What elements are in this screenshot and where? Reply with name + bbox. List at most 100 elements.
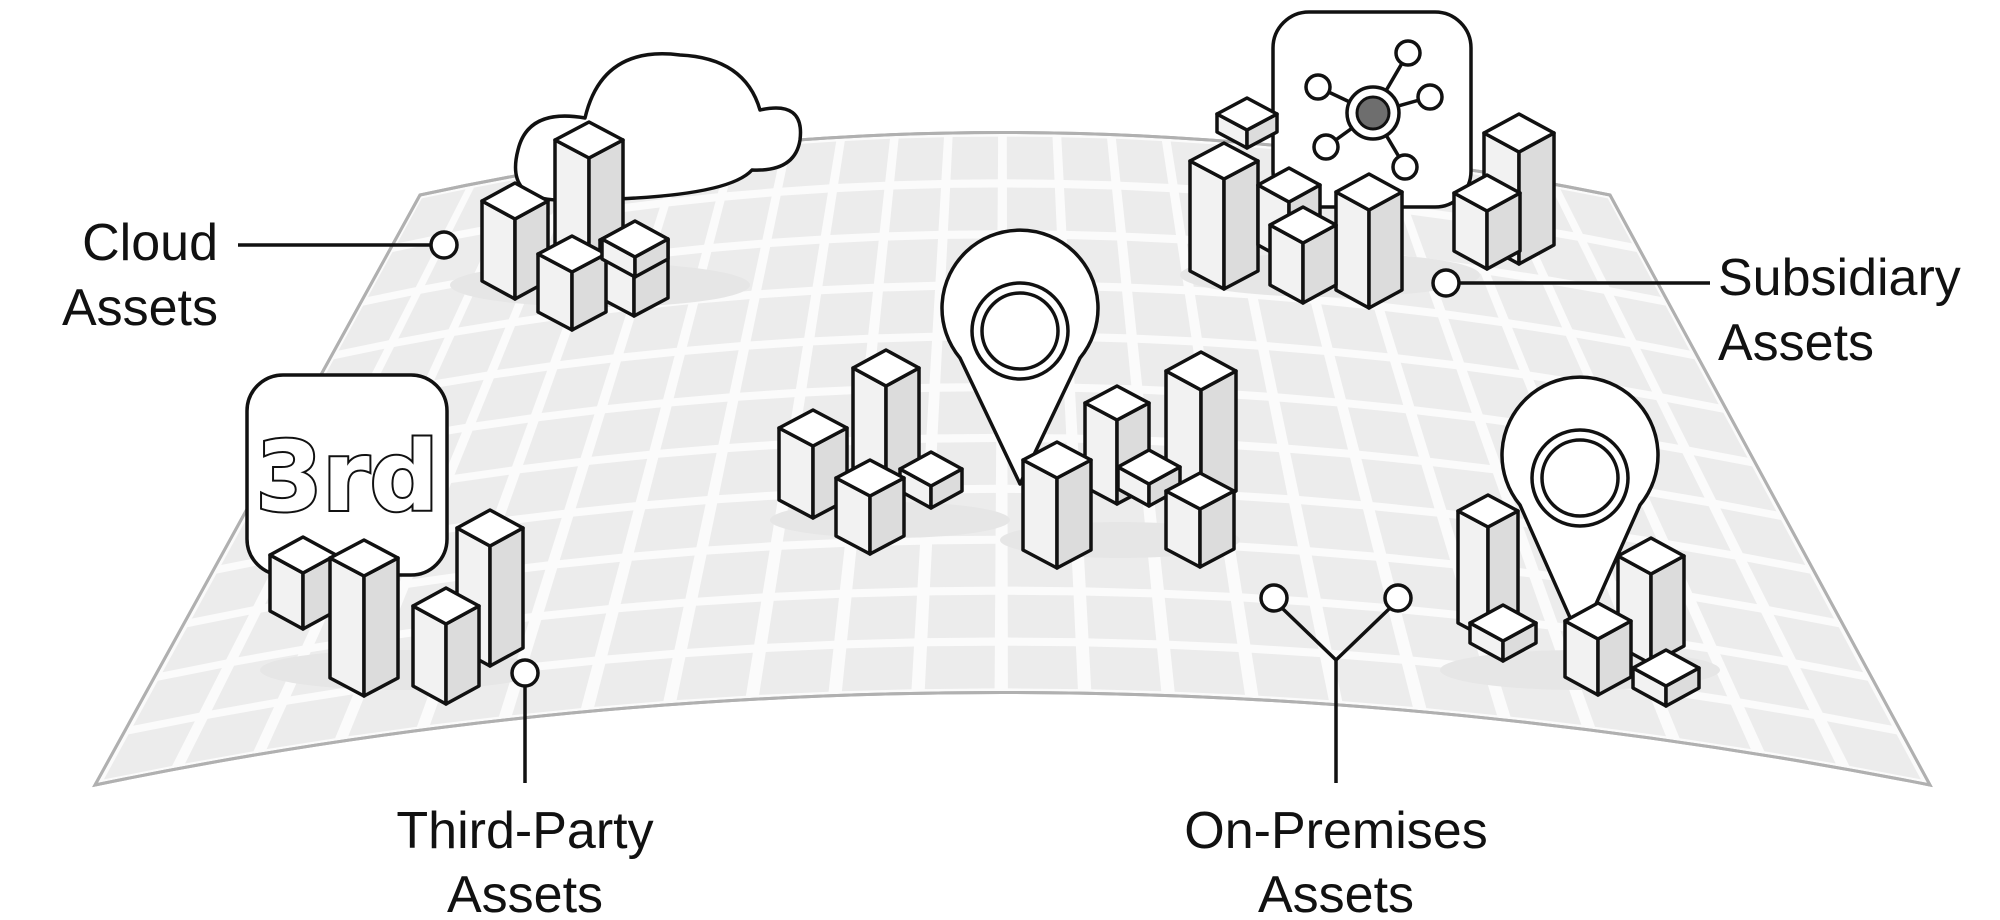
map-grid-tile (1552, 284, 1626, 339)
location-pin-icon (1500, 375, 1660, 642)
map-grid-tile (103, 721, 195, 780)
map-grid-tile (852, 544, 920, 590)
label-third-party-assets: Third-Party Assets (396, 802, 653, 920)
map-grid-tile (1613, 295, 1690, 351)
map-grid-tile (266, 694, 354, 750)
map-grid-tile (1322, 606, 1400, 656)
building-face (1334, 172, 1404, 212)
map-grid-tile (620, 555, 695, 604)
building-face (777, 408, 849, 448)
building-face (1616, 536, 1686, 576)
map-grid-tile (774, 546, 845, 593)
building-face (328, 556, 366, 698)
location-pin-icon (940, 228, 1100, 486)
building-block (411, 586, 481, 706)
label-subsidiary-line2: Assets (1718, 314, 1874, 372)
map-grid-tile (1290, 452, 1361, 502)
map-grid-tile (424, 232, 494, 286)
map-grid-tile (889, 188, 941, 233)
map-grid-tile (1640, 348, 1719, 405)
building-face (1021, 440, 1093, 480)
map-grid-tile (191, 561, 277, 619)
map-grid-tile (348, 682, 433, 737)
building-block (1188, 141, 1260, 291)
building-face (1563, 601, 1633, 641)
building-block (898, 450, 964, 510)
map-grid-tile (1384, 311, 1454, 361)
map-grid-tile (162, 614, 249, 673)
building-block (1164, 350, 1238, 512)
building-face (1517, 131, 1556, 266)
building-block (536, 234, 608, 332)
label-cloud-line1: Cloud (82, 214, 218, 272)
label-on-premises-line2: Assets (1258, 866, 1414, 920)
map-grid-tile (1243, 601, 1319, 649)
map-grid-tile (1334, 355, 1404, 405)
map-grid-tile (673, 350, 739, 399)
building-cluster-subsidiary (1188, 96, 1556, 310)
map-grid-tile (1086, 595, 1157, 641)
label-cloud-line2: Assets (62, 279, 218, 337)
map-grid-tile (543, 561, 620, 612)
map-grid-tile (647, 452, 717, 502)
map-grid-tile (434, 327, 506, 381)
building-face (1367, 190, 1404, 310)
map-grid-tile (929, 543, 996, 588)
map-grid-tile (686, 299, 750, 347)
map-grid-tile (767, 597, 839, 644)
map-grid-tile (1311, 555, 1387, 604)
map-grid-tile (527, 613, 607, 664)
building-block (600, 219, 670, 279)
map-grid-tile (1121, 189, 1176, 235)
map-grid-tile (822, 240, 879, 287)
map-grid-tile (559, 510, 634, 561)
third-badge-text: 3rd (256, 421, 439, 533)
on-premises-connector-dot-left (1259, 583, 1289, 613)
label-on-premises-line1: On-Premises (1184, 802, 1487, 860)
map-grid-tile (1747, 561, 1835, 619)
building-face (1256, 166, 1322, 204)
building-block (834, 458, 906, 556)
building-face (1452, 173, 1522, 213)
building-face (1456, 493, 1520, 529)
map-grid-tile (761, 243, 820, 291)
map-grid-tile (1693, 455, 1777, 512)
building-face (411, 586, 481, 626)
map-grid-tile (1126, 240, 1184, 287)
building-face (600, 219, 670, 259)
map-grid-tile (1279, 401, 1348, 450)
map-grid-tile (1672, 548, 1757, 605)
building-face (1334, 190, 1371, 310)
map-grid-tile (1512, 327, 1586, 381)
map-grid-tile (1195, 294, 1257, 342)
map-grid-tile (497, 318, 567, 370)
map-grid-tile (575, 458, 648, 509)
cloud-connector-dot (429, 230, 459, 260)
building-cluster-cloud (480, 120, 670, 332)
map-grid-tile (1448, 318, 1520, 370)
building-cluster-right (1456, 493, 1701, 708)
map-grid-tile (607, 355, 675, 405)
building-face (1268, 205, 1338, 245)
map-grid-tile (878, 290, 935, 335)
map-grid-tile (541, 362, 611, 413)
map-grid-tile (504, 466, 578, 517)
map-grid-tile (594, 658, 673, 707)
building-face (1164, 350, 1238, 392)
building-face (851, 348, 921, 388)
map-grid-tile (894, 137, 944, 182)
map-grid-tile (1648, 495, 1731, 551)
map-grid-tile (475, 370, 548, 423)
label-subsidiary-assets: Subsidiary Assets (1718, 249, 1961, 372)
map-grid-tile (1061, 137, 1112, 182)
building-block (1616, 536, 1686, 666)
building-face (1164, 471, 1236, 511)
building-face (553, 120, 625, 160)
map-grid-tile (676, 652, 753, 701)
map-grid-tile (950, 136, 999, 180)
map-grid-tile (830, 189, 885, 235)
map-grid-tile (338, 295, 412, 351)
map-grid-tile (398, 284, 470, 339)
map-grid-tile (1579, 682, 1666, 737)
